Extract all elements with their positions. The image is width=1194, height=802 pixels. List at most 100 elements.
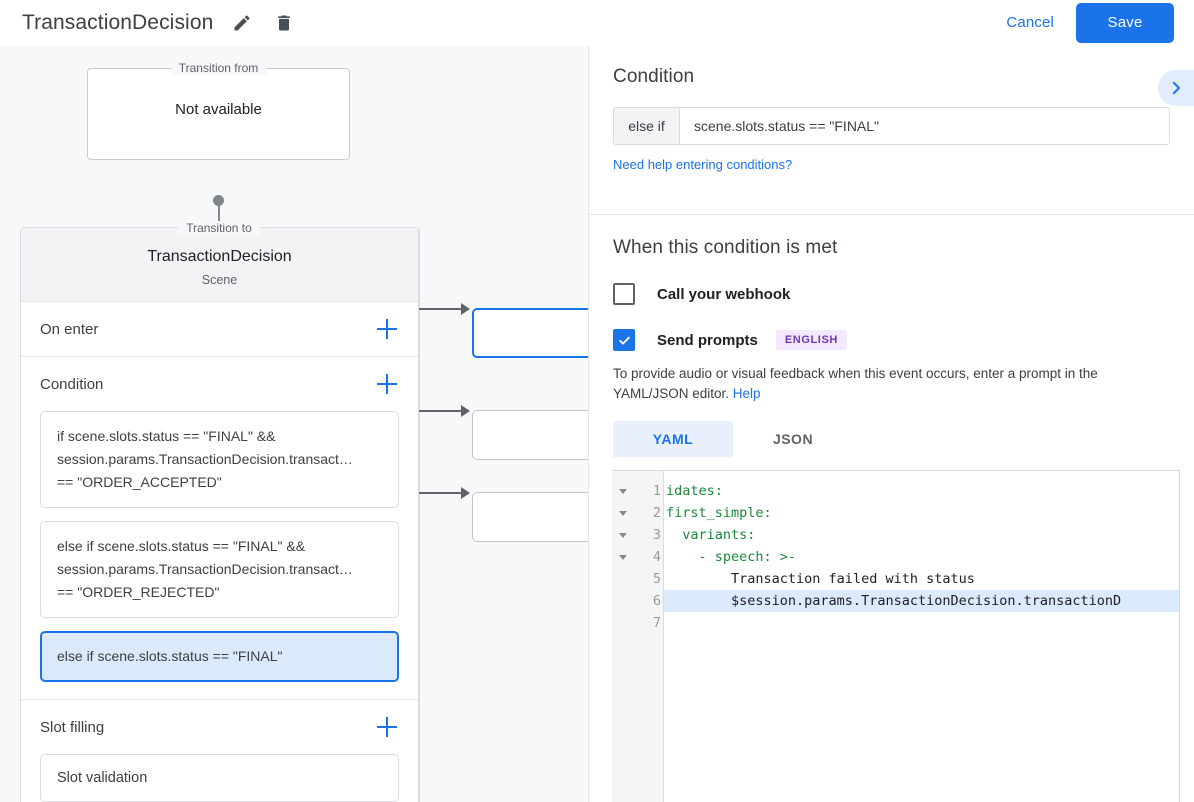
app-header: TransactionDecision Cancel Save — [0, 0, 1194, 46]
condition-heading: Condition — [613, 66, 695, 87]
scene-card: TransactionDecision Scene On enter Condi… — [20, 227, 419, 802]
code-line-number: 7 — [652, 615, 661, 631]
send-prompts-label: Send prompts — [657, 331, 758, 349]
fold-arrow-icon[interactable] — [612, 502, 634, 524]
fold-arrow-icon[interactable] — [612, 480, 634, 502]
target-node-1[interactable] — [472, 308, 588, 358]
edge-line-2 — [400, 410, 463, 412]
condition-list-item-selected[interactable]: else if scene.slots.status == "FINAL" — [40, 631, 399, 682]
section-slot-filling-title: Slot filling — [40, 718, 105, 736]
transition-from-value: Not available — [175, 101, 262, 118]
condition-line: session.params.TransactionDecision.trans… — [57, 451, 353, 467]
code-line[interactable]: - speech: >- — [666, 549, 797, 565]
condition-input-group: else if — [613, 107, 1170, 145]
cancel-button[interactable]: Cancel — [994, 6, 1066, 39]
condition-list-item[interactable]: if scene.slots.status == "FINAL" && sess… — [40, 411, 399, 508]
add-on-enter-plus-icon[interactable] — [375, 317, 399, 341]
scene-card-title: TransactionDecision — [147, 248, 292, 265]
section-on-enter: On enter — [21, 302, 418, 357]
condition-input[interactable] — [680, 108, 1169, 144]
transition-to-legend: Transition to — [178, 221, 260, 235]
add-slot-filling-plus-icon[interactable] — [375, 715, 399, 739]
connector-dot — [213, 195, 224, 206]
chevron-right-icon — [1172, 81, 1180, 95]
code-line-number-gutter: 1 2 3 4 5 6 7 — [634, 471, 664, 802]
trash-icon[interactable] — [271, 10, 297, 36]
check-icon — [618, 336, 630, 345]
prompts-hint-text: To provide audio or visual feedback when… — [613, 366, 1098, 401]
transition-from-legend: Transition from — [170, 61, 267, 75]
call-webhook-label: Call your webhook — [657, 285, 791, 303]
when-condition-met-heading: When this condition is met — [613, 237, 838, 258]
condition-line: else if scene.slots.status == "FINAL" — [57, 648, 283, 664]
prompts-hint: To provide audio or visual feedback when… — [613, 364, 1170, 404]
save-button[interactable]: Save — [1076, 2, 1174, 43]
code-line-number: 2 — [652, 505, 661, 521]
slot-validation-item[interactable]: Slot validation — [40, 754, 399, 802]
code-content-area[interactable]: idates: first_simple: variants: - speech:… — [664, 471, 1179, 802]
code-line-number: 6 — [652, 593, 661, 609]
section-on-enter-row: On enter — [40, 302, 399, 356]
fold-spacer — [612, 590, 634, 612]
condition-help-link[interactable]: Need help entering conditions? — [613, 157, 793, 172]
code-line-number: 1 — [652, 483, 661, 499]
code-line[interactable]: first_simple: — [666, 505, 772, 521]
section-condition-row: Condition — [40, 357, 399, 411]
edge-line-3 — [400, 492, 463, 494]
condition-line: == "ORDER_ACCEPTED" — [57, 474, 222, 490]
collapse-panel-button[interactable] — [1158, 70, 1194, 106]
when-condition-met-section: When this condition is met Call your web… — [589, 215, 1194, 457]
page-title: TransactionDecision — [22, 10, 214, 34]
condition-line: == "ORDER_REJECTED" — [57, 584, 220, 600]
scene-graph-canvas: Transition from Not available Transition… — [0, 46, 588, 802]
condition-line: if scene.slots.status == "FINAL" && — [57, 428, 276, 444]
code-line[interactable]: Transaction failed with status — [666, 571, 975, 587]
code-line-number: 4 — [652, 549, 661, 565]
edge-arrow-1-icon — [461, 303, 470, 315]
section-condition-title: Condition — [40, 375, 104, 393]
tab-json[interactable]: JSON — [772, 431, 814, 447]
fold-arrow-icon[interactable] — [612, 546, 634, 568]
call-webhook-checkbox[interactable] — [613, 283, 635, 305]
code-line[interactable] — [664, 612, 1179, 634]
add-condition-plus-icon[interactable] — [375, 372, 399, 396]
editor-format-tabs: YAML JSON — [613, 421, 1170, 457]
condition-line: else if scene.slots.status == "FINAL" && — [57, 538, 306, 554]
send-prompts-row: Send prompts ENGLISH — [613, 329, 1170, 351]
code-line[interactable]: variants: — [666, 527, 756, 543]
section-slot-filling-row: Slot filling — [40, 700, 399, 754]
code-line-number: 3 — [652, 527, 661, 543]
yaml-code-editor[interactable]: 1 2 3 4 5 6 7 idates: first_simple: variants: -… — [612, 470, 1180, 802]
prompts-help-link[interactable]: Help — [732, 386, 761, 401]
target-node-2[interactable] — [472, 410, 588, 460]
condition-line: session.params.TransactionDecision.trans… — [57, 561, 353, 577]
code-fold-gutter[interactable] — [612, 471, 634, 802]
condition-prefix-label: else if — [614, 108, 680, 144]
condition-list-item[interactable]: else if scene.slots.status == "FINAL" &&… — [40, 521, 399, 618]
scene-card-header[interactable]: TransactionDecision Scene — [21, 228, 418, 302]
condition-section: Condition else if Need help entering con… — [589, 46, 1194, 214]
webhook-row: Call your webhook — [613, 283, 1170, 305]
edge-arrow-3-icon — [461, 487, 470, 499]
section-condition: Condition if scene.slots.status == "FINA… — [21, 357, 418, 700]
canvas-inner: Transition from Not available Transition… — [0, 46, 588, 802]
graph-rail — [419, 227, 420, 802]
transition-from-card: Transition from Not available — [87, 61, 350, 160]
code-line[interactable]: $session.params.TransactionDecision.tran… — [664, 590, 1179, 612]
target-node-3[interactable] — [472, 492, 588, 542]
fold-spacer — [612, 568, 634, 590]
scene-card-subtitle: Scene — [201, 273, 238, 287]
edge-arrow-2-icon — [461, 405, 470, 417]
tab-yaml[interactable]: YAML — [613, 421, 733, 457]
fold-arrow-icon[interactable] — [612, 524, 634, 546]
fold-spacer — [612, 612, 634, 634]
panel-divider — [589, 214, 1194, 215]
code-line-number: 5 — [652, 571, 661, 587]
language-badge: ENGLISH — [775, 330, 847, 350]
send-prompts-checkbox[interactable] — [613, 329, 635, 351]
pencil-icon[interactable] — [229, 10, 255, 36]
code-line[interactable]: idates: — [666, 483, 723, 499]
section-slot-filling: Slot filling Slot validation — [21, 700, 418, 802]
edge-line-1 — [400, 308, 463, 310]
